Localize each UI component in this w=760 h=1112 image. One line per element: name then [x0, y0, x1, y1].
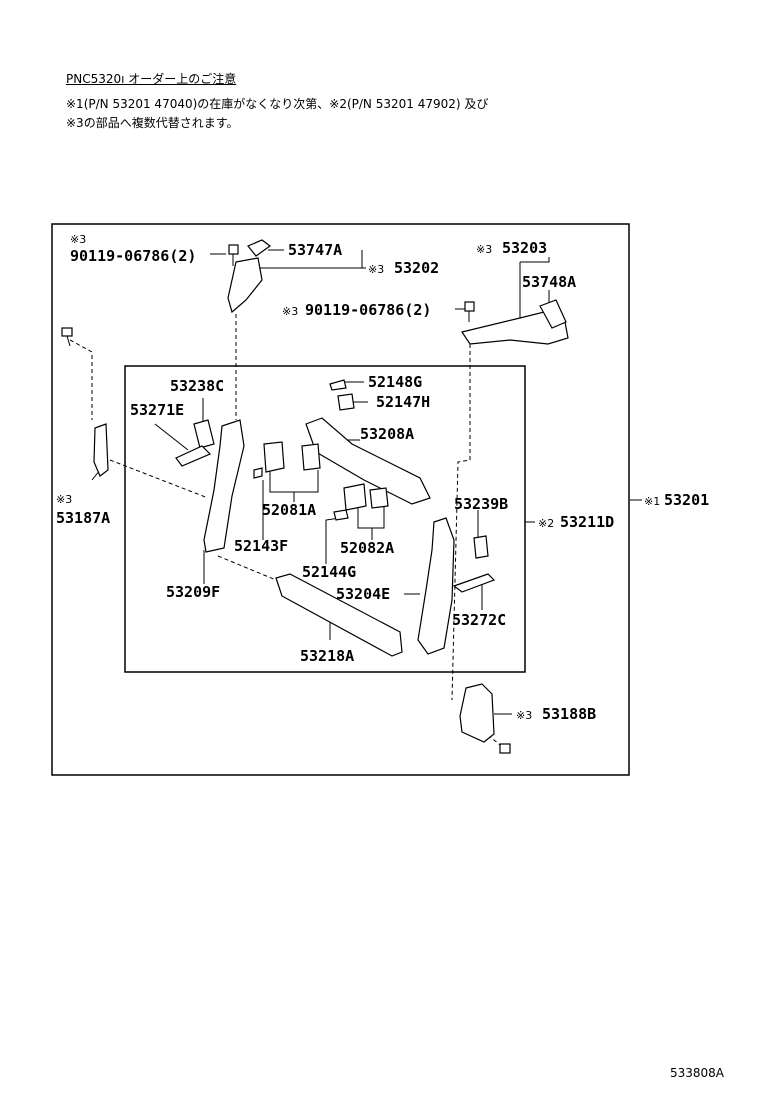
bracket-53271E-icon — [175, 445, 212, 467]
dash-left-bolt — [69, 339, 93, 420]
label-52082A: 52082A — [340, 539, 395, 557]
leader-52144G — [325, 517, 341, 564]
bracket-53747A-icon — [247, 239, 272, 257]
label-53201: 53201 — [664, 491, 710, 509]
label-mark-bolt-right: ※3 — [282, 305, 299, 318]
insulator-52081A-left-icon — [263, 441, 285, 473]
label-53188B: 53188B — [542, 705, 597, 723]
label-53211D: 53211D — [560, 513, 615, 531]
clip-52147H-icon — [337, 393, 355, 411]
insulator-52082A-right-icon — [369, 487, 389, 509]
bracket-53202 — [361, 250, 366, 269]
label-mark-53203: ※3 — [476, 243, 493, 256]
label-52148G: 52148G — [368, 373, 423, 391]
lower-rail-53218A-icon — [275, 573, 403, 657]
side-pillar-53204E-icon — [417, 517, 455, 655]
leader-53271E — [154, 423, 189, 451]
order-note-line-2: ※3の部品へ複数代替されます。 — [66, 116, 239, 130]
bracket-53188B-icon — [459, 683, 495, 743]
label-53748A: 53748A — [522, 273, 577, 291]
label-bolt-left: 90119-06786(2) — [70, 247, 197, 265]
clip-52148G-icon — [329, 379, 347, 391]
label-mark-53188B: ※3 — [516, 709, 533, 722]
label-52143F: 52143F — [234, 537, 289, 555]
bolt-upper-right-icon — [464, 301, 475, 322]
label-52147H: 52147H — [376, 393, 431, 411]
label-53239B: 53239B — [454, 495, 509, 513]
bracket-53239B-icon — [473, 535, 489, 559]
clip-52143F-icon — [253, 467, 263, 479]
bracket-53187A-icon — [93, 423, 109, 477]
clip-52144G-icon — [333, 509, 349, 521]
label-52081A: 52081A — [262, 501, 317, 519]
bracket-53748A-icon — [539, 299, 567, 329]
side-pillar-53209F-icon — [203, 419, 245, 553]
bolt-upper-left-icon — [228, 244, 239, 266]
label-53209F: 53209F — [166, 583, 221, 601]
label-53208A: 53208A — [360, 425, 415, 443]
label-mark-53187A: ※3 — [56, 493, 73, 506]
label-53202: 53202 — [394, 259, 440, 277]
illustration-reference-code: 533808A — [670, 1066, 725, 1080]
bracket-53238C-icon — [193, 419, 215, 449]
bracket-53272C-icon — [452, 573, 496, 593]
label-53204E: 53204E — [336, 585, 391, 603]
label-mark-53202: ※3 — [368, 263, 385, 276]
order-note-line-1: ※1(P/N 53201 47040)の在庫がなくなり次第、※2(P/N 532… — [66, 97, 489, 111]
label-53203: 53203 — [502, 239, 548, 257]
label-52144G: 52144G — [302, 563, 357, 581]
label-53271E: 53271E — [130, 401, 185, 419]
leader-53203 — [520, 257, 550, 263]
dash-left-bracket — [109, 459, 209, 499]
dash-right-pillar — [451, 330, 471, 701]
insulator-52081A-right-icon — [301, 443, 321, 471]
label-53747A: 53747A — [288, 241, 343, 259]
bracket-52082A — [357, 506, 385, 529]
dash-lower-rail — [217, 555, 277, 581]
label-53238C: 53238C — [170, 377, 225, 395]
order-note-title: PNC5320ı オーダー上のご注意 — [66, 72, 237, 86]
member-53208A-icon — [305, 417, 431, 505]
inner-frame — [124, 365, 526, 673]
upper-support-53203-icon — [461, 309, 569, 345]
label-bolt-right: 90119-06786(2) — [305, 301, 432, 319]
hood-lock-support-53202-icon — [227, 257, 263, 314]
bolt-left-icon — [61, 327, 73, 347]
bracket-52081A — [269, 470, 319, 493]
outer-frame — [51, 223, 630, 776]
label-mark-bolt-left: ※3 — [70, 233, 87, 246]
label-53218A: 53218A — [300, 647, 355, 665]
label-mark-53211D: ※2 — [538, 517, 555, 530]
label-53187A: 53187A — [56, 509, 111, 527]
label-53272C: 53272C — [452, 611, 507, 629]
insulator-52082A-left-icon — [343, 483, 367, 511]
bolt-lower-right-icon — [499, 743, 511, 754]
label-mark-53201: ※1 — [644, 495, 661, 508]
